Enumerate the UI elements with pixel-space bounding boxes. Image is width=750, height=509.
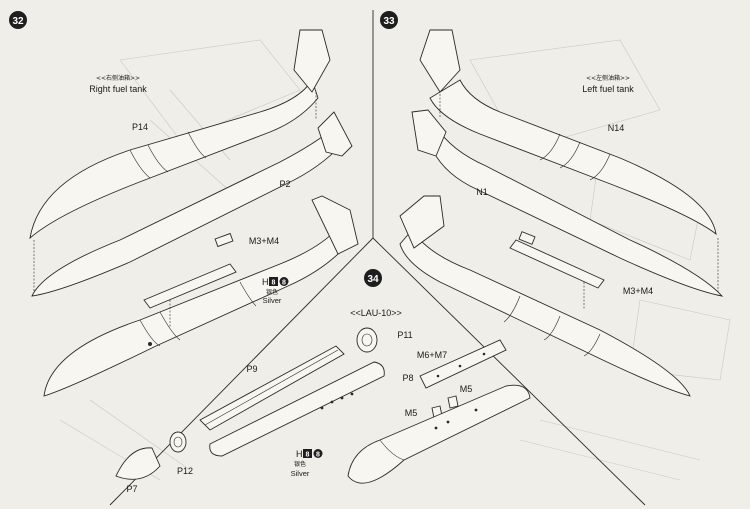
step-34-number: 34 [367, 274, 379, 285]
step-34-title: <<LAU-10>> [350, 308, 402, 318]
panel-dividers [109, 10, 646, 506]
step-32-badge: 32 [9, 11, 27, 29]
part-label-m5-b: M5 [405, 408, 418, 418]
tank-half-p2 [31, 111, 353, 297]
step-32: 32 <<右侧油箱>> Right fuel tank P14 P2 [9, 11, 359, 397]
part-label-p2: P2 [279, 179, 290, 189]
step-33-badge: 33 [380, 11, 398, 29]
paint-num-32-b: 8 [282, 280, 286, 287]
assembled-pod-34 [347, 384, 531, 484]
step-33-title-cn: <<左侧油箱>> [586, 74, 630, 82]
tank-half-n14 [419, 29, 717, 236]
end-cap-p11 [356, 327, 378, 353]
lug-m5-a [447, 395, 459, 409]
part-label-p11: P11 [397, 330, 412, 340]
assembled-tank-33 [399, 195, 691, 397]
step-34-badge: 34 [364, 269, 382, 287]
part-label-p7: P7 [126, 484, 137, 494]
paint-name-en-34: Silver [291, 469, 310, 478]
tank-half-p14 [29, 29, 331, 240]
part-label-m3-m4-right: M3+M4 [249, 236, 279, 246]
part-label-m6-m7: M6+M7 [417, 350, 447, 360]
paint-name-cn-32: 银色 [266, 288, 278, 296]
bracket-m3-m4-left [509, 231, 605, 310]
paint-callout-34: H 8 8 银色 Silver [291, 449, 323, 478]
paint-callout-32: H 8 8 银色 Silver [262, 277, 289, 305]
part-label-p14: P14 [132, 122, 148, 132]
paint-num-32-a: 8 [272, 280, 276, 287]
paint-name-en-32: Silver [263, 296, 282, 305]
step-33-title-en: Left fuel tank [582, 84, 634, 94]
paint-code-32: H [262, 277, 269, 287]
part-label-m5-a: M5 [460, 384, 473, 394]
part-label-p8: P8 [402, 373, 413, 383]
nose-cone-p7 [115, 447, 161, 480]
part-label-m3-m4-left: M3+M4 [623, 286, 653, 296]
part-label-n14: N14 [608, 123, 625, 133]
step-32-number: 32 [12, 16, 24, 27]
paint-code-34: H [296, 449, 303, 459]
step-33: 33 <<左侧油箱>> Left fuel tank N14 N1 [380, 11, 724, 397]
launcher-half-p9 [199, 345, 345, 431]
part-label-p9: P9 [246, 364, 257, 374]
bracket-m3-m4-right [143, 232, 237, 328]
step-32-title-en: Right fuel tank [89, 84, 147, 94]
paint-num-34-b: 8 [316, 452, 320, 459]
part-label-p12: P12 [177, 466, 193, 476]
mount-plate-m6-m7 [419, 339, 507, 389]
step-32-title-cn: <<右侧油箱>> [96, 74, 140, 82]
paint-num-34-a: 8 [306, 452, 310, 459]
front-ring-p12 [169, 431, 187, 453]
tank-half-n1 [411, 109, 724, 297]
part-label-n1: N1 [476, 187, 488, 197]
step-33-number: 33 [383, 16, 395, 27]
paint-name-cn-34: 银色 [294, 460, 306, 468]
assembled-tank-32 [43, 195, 359, 397]
launcher-half-p8 [209, 361, 385, 457]
step-34: 34 <<LAU-10>> P11 P9 P8 P12 [115, 269, 531, 494]
